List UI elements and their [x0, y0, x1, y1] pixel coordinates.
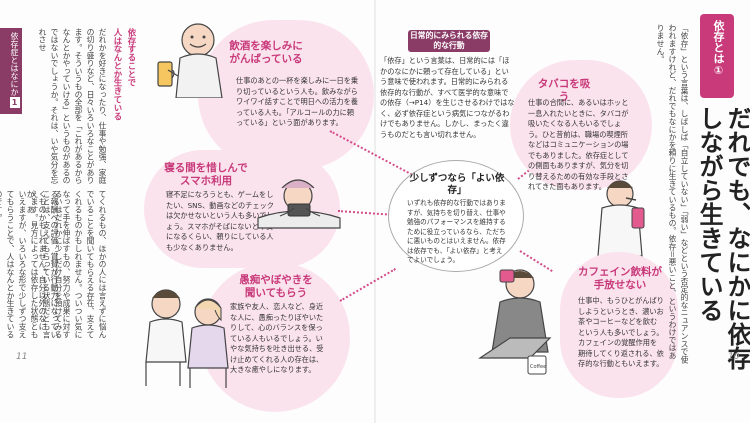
left-page-number: 11 [16, 352, 28, 362]
left-heading-1: 依存することで [127, 28, 137, 87]
card-caffeine: カフェイン飲料が手放せない 仕事中、もうひとがんばりしようというとき、濃いお茶や… [560, 252, 678, 398]
card-complaining-body: 家族や友人、恋人など、身近な人に、愚痴ったりぼやいたりして、心のバランスを保って… [230, 302, 324, 374]
title-badge-label: 依存とは① [712, 20, 725, 77]
center-explanation: 日常的にみられる依存的な行動 「依存」という言葉は、日常的には「ほかのなにかに頼… [380, 30, 515, 156]
left-body-column-1: だれかを好きになったり、仕事や勉強、家庭の切り盛りなど、日々いろいろなことがあり… [38, 28, 107, 184]
center-badge: 日常的にみられる依存的な行動 [408, 30, 490, 52]
title-badge: 依存とは① [700, 14, 734, 98]
bubble-title: 少しずつなら「よい依存」 [409, 173, 505, 196]
smoking-man-illustration [597, 180, 645, 257]
card-smoking: タバコを吸う 仕事の合間に、あるいはホッと一息入れたいときに、タバコが吸いたくな… [510, 60, 652, 191]
friends-talking-illustration [145, 289, 229, 388]
card-caffeine-title: カフェイン飲料が手放せない [578, 266, 662, 291]
card-smoking-body: 仕事の合間に、あるいはホッと一息入れたいときに、タバコが吸いたくなる人もいるでし… [528, 98, 629, 191]
coffee-man-illustration: Coffee [478, 269, 552, 375]
card-smartphone: 寝る間を惜しんでスマホ利用 寝不足になろうとも、ゲームをしたい、SNS、動画など… [144, 150, 340, 268]
center-body: 「依存」という言葉は、日常的には「ほかのなにかに頼って存在している」という意味で… [380, 56, 515, 139]
page-gutter [374, 0, 376, 423]
card-smartphone-body: 寝不足になろうとも、ゲームをしたい、SNS、動画などのチェックは欠かせないという… [166, 190, 274, 252]
drinking-man-illustration [157, 23, 223, 98]
page-title-text: だれでも、なにかに依存しながら生きている [695, 106, 750, 370]
card-smoking-title: タバコを吸う [537, 78, 591, 103]
card-drinking: 飲酒を楽しみにがんばっている 仕事のあとの一杯を楽しみに一日を乗り切っているとい… [198, 20, 374, 170]
chapter-label: 依存症とはなにか [10, 32, 19, 96]
side-chapter-tab[interactable]: 1 依存症とはなにか [0, 28, 22, 114]
connector-smartphone [337, 210, 390, 216]
chapter-number: 1 [10, 97, 20, 108]
good-dependence-bubble: 少しずつなら「よい依存」 いずれも依存的な行動ではありますが、気持ちを切り替え、… [388, 160, 524, 272]
right-page-number: 10 [728, 352, 740, 362]
left-heading-2: 人はなんとか生きている [113, 28, 123, 121]
left-body-column-3: るいはだれかに少しだけ自分を預けてみることは、支えてもらっている状態だとも言えま… [0, 190, 63, 339]
card-smartphone-title: 寝る間を惜しんでスマホ利用 [164, 162, 248, 187]
page-title: だれでも、なにかに依存しながら生きている [695, 12, 750, 372]
connector-complaining [339, 268, 396, 302]
card-complaining-title: 愚痴やぼやきを聞いてもらう [239, 274, 313, 299]
intro-text: 「依存」という言葉は、しばしば「自立していない」「弱い」などという否定的なニュア… [656, 24, 689, 364]
card-caffeine-body: 仕事中、もうひとがんばりしようというとき、濃いお茶やコーヒーなどを飲むという人も… [578, 296, 664, 368]
card-drinking-body: 仕事のあとの一杯を楽しみに一日を乗り切っているという人も。飲みながらワイワイ話す… [236, 76, 359, 127]
left-body-column-2: てくれるもの、ほかの人には言えずに悩んでいることを聞いてもらえる存在、支えてくれ… [26, 190, 107, 339]
smartphone-user-illustration [257, 179, 341, 229]
card-drinking-title: 飲酒を楽しみにがんばっている [229, 40, 303, 65]
coffee-cup-label: Coffee [530, 364, 546, 370]
bubble-body: いずれも依存的な行動ではありますが、気持ちを切り替え、仕事や勉強のパフォーマンス… [407, 199, 506, 264]
